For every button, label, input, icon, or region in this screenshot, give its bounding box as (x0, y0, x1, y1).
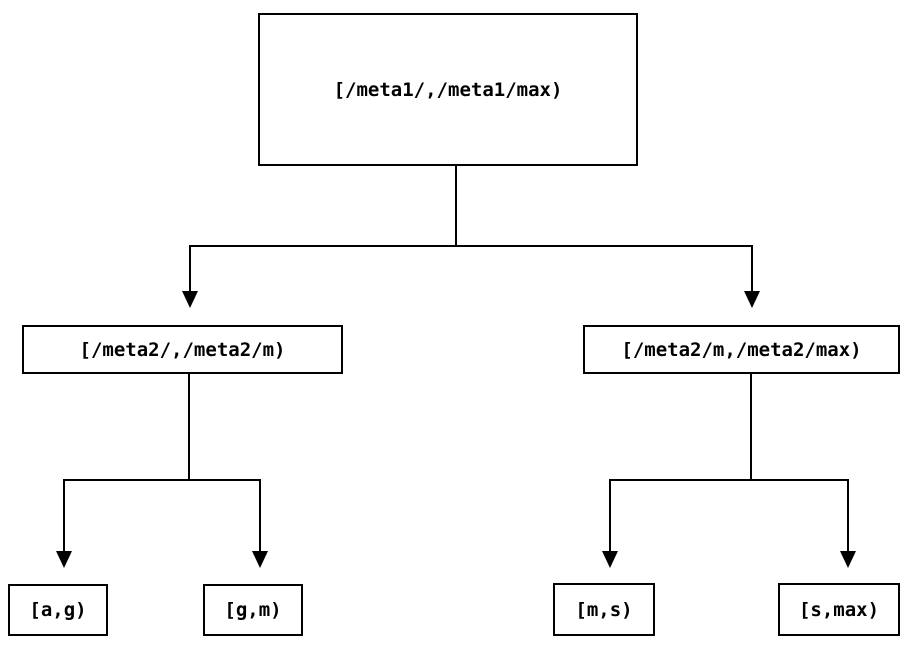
node-leaf-g-m: [g,m) (203, 584, 303, 636)
arrowhead-down-icon (840, 551, 856, 568)
node-leaf-a-g: [a,g) (8, 584, 108, 636)
connector-root-branch (189, 245, 753, 247)
connector-root-stem (455, 166, 457, 246)
connector-meta2-high-stem (750, 374, 752, 480)
connector-root-to-meta2-low-drop (189, 245, 191, 291)
node-meta2-high-range: [/meta2/m,/meta2/max) (583, 325, 900, 374)
connector-meta2-high-branch (609, 479, 849, 481)
connector-meta2-low-to-leaf-gm-drop (259, 479, 261, 551)
node-leaf-m-s: [m,s) (553, 583, 655, 636)
connector-meta2-high-to-leaf-ms-drop (609, 479, 611, 551)
node-meta2-low-range: [/meta2/,/meta2/m) (22, 325, 343, 374)
arrowhead-down-icon (252, 551, 268, 568)
arrowhead-down-icon (744, 291, 760, 308)
arrowhead-down-icon (602, 551, 618, 568)
connector-root-to-meta2-high-drop (751, 245, 753, 291)
connector-meta2-low-to-leaf-ag-drop (63, 479, 65, 551)
connector-meta2-low-branch (63, 479, 261, 481)
connector-meta2-low-stem (188, 374, 190, 480)
connector-meta2-high-to-leaf-smax-drop (847, 479, 849, 551)
arrowhead-down-icon (56, 551, 72, 568)
arrowhead-down-icon (182, 291, 198, 308)
node-leaf-s-max: [s,max) (778, 583, 900, 636)
node-root-meta1-range: [/meta1/,/meta1/max) (258, 13, 638, 166)
